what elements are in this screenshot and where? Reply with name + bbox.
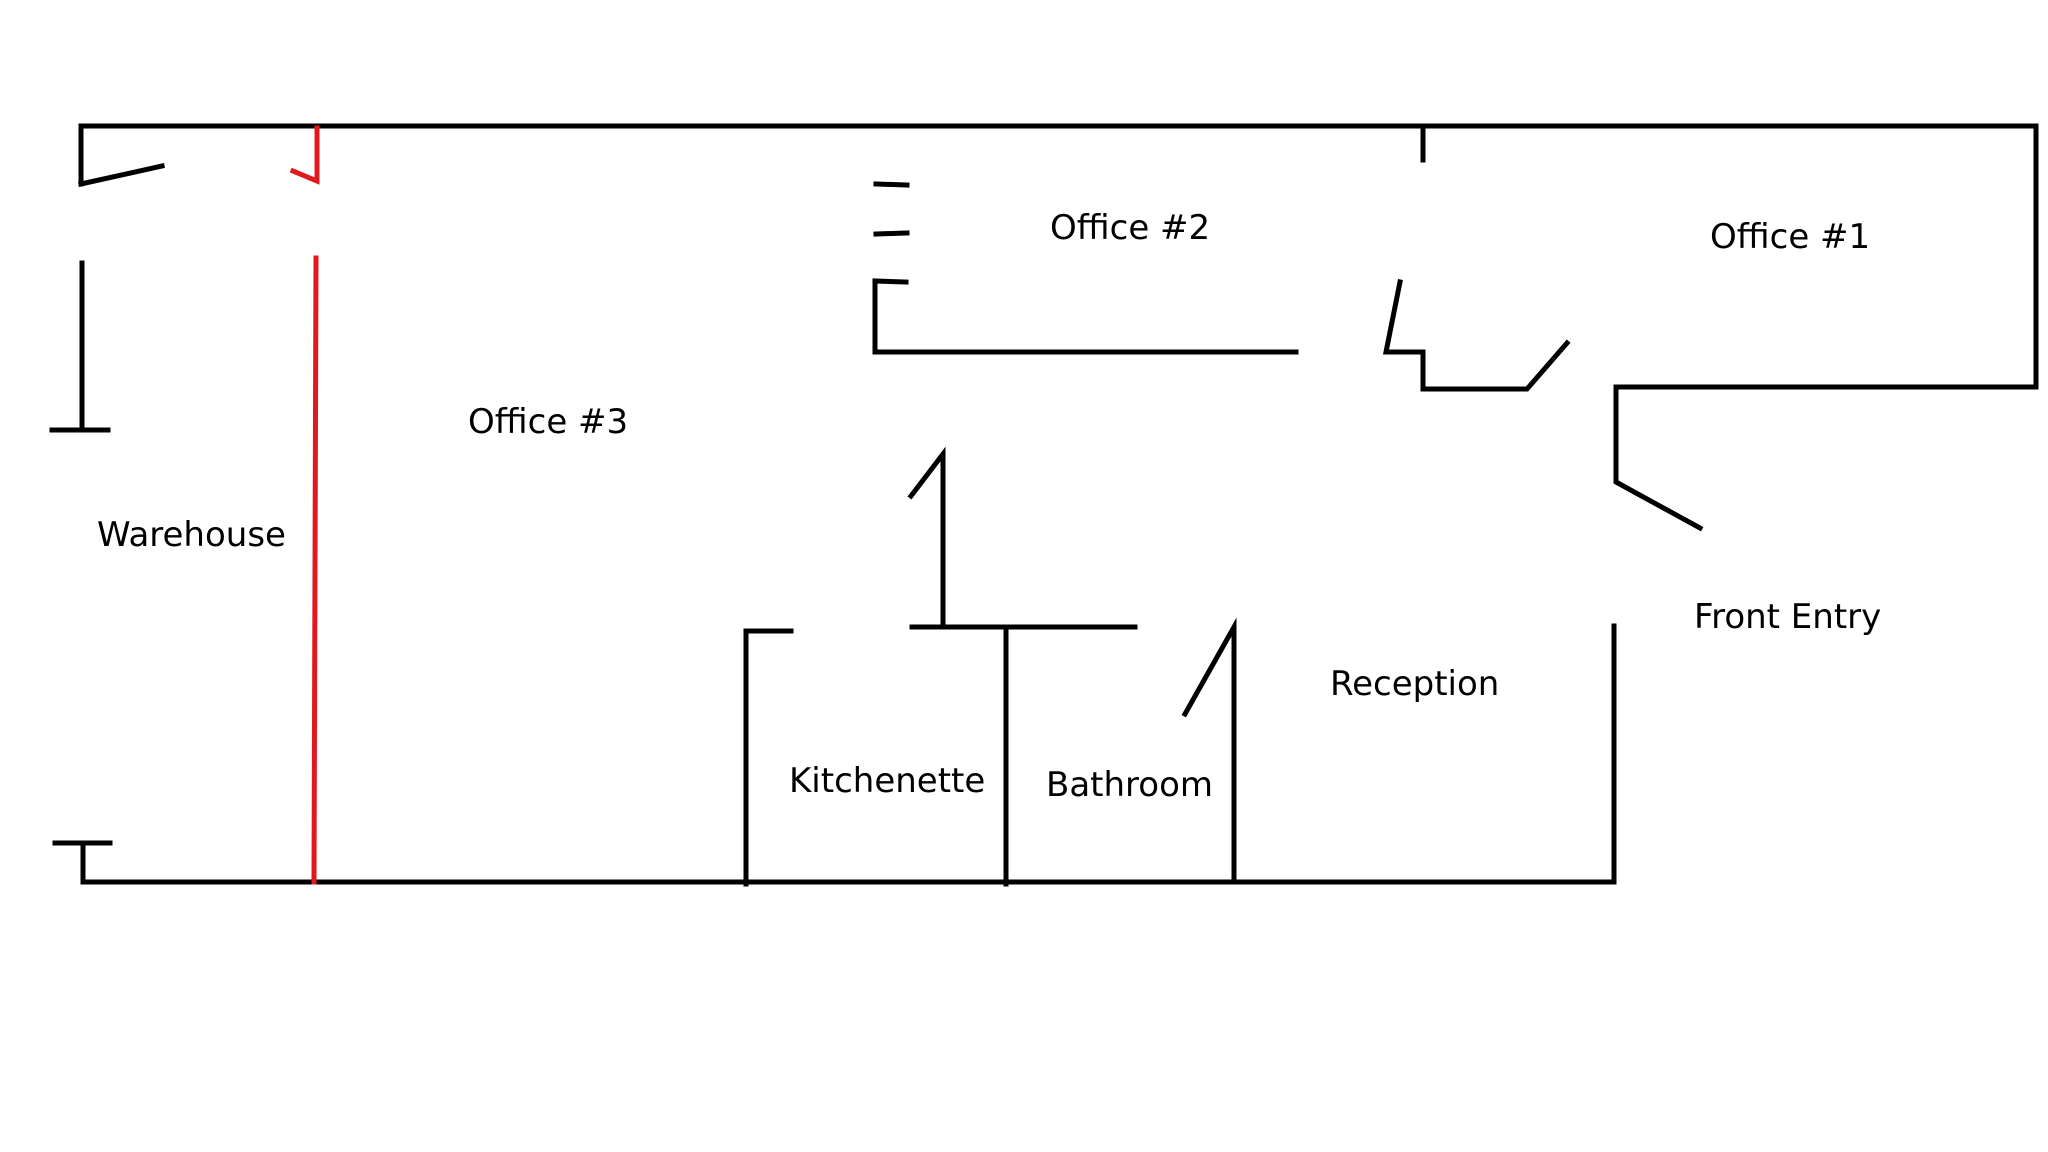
office1-south-wall (1420, 339, 1571, 392)
room-label-office3: Office #3 (468, 402, 628, 442)
red-partition-wall (311, 255, 319, 885)
room-label-bathroom: Bathroom (1046, 765, 1213, 805)
bottom-exterior-wall (80, 623, 1617, 885)
bathroom-door (1181, 617, 1237, 885)
room-label-reception: Reception (1330, 664, 1499, 704)
office2-door-stub-1 (873, 181, 910, 188)
office2-walls (872, 181, 1299, 355)
interior-walls (743, 446, 1237, 887)
warehouse-door-top (78, 163, 165, 187)
room-label-office2: Office #2 (1050, 208, 1210, 248)
exterior-walls (49, 123, 2039, 885)
room-label-warehouse: Warehouse (97, 515, 286, 555)
room-label-office1: Office #1 (1710, 217, 1870, 257)
room-label-kitchenette: Kitchenette (789, 761, 985, 801)
office3-door (907, 446, 946, 630)
office1-walls (1382, 125, 1571, 392)
office2-door-stub-2 (873, 230, 910, 237)
office1-door-left (1382, 279, 1426, 355)
red-partition-top-door (289, 125, 320, 185)
top-exterior-wall (78, 123, 2039, 390)
front-entry-door (1613, 389, 1704, 532)
kitchenette-west-wall (743, 628, 794, 887)
office2-south-wall (872, 278, 1299, 355)
room-label-front-entry: Front Entry (1694, 597, 1881, 637)
red-partition (289, 125, 320, 885)
